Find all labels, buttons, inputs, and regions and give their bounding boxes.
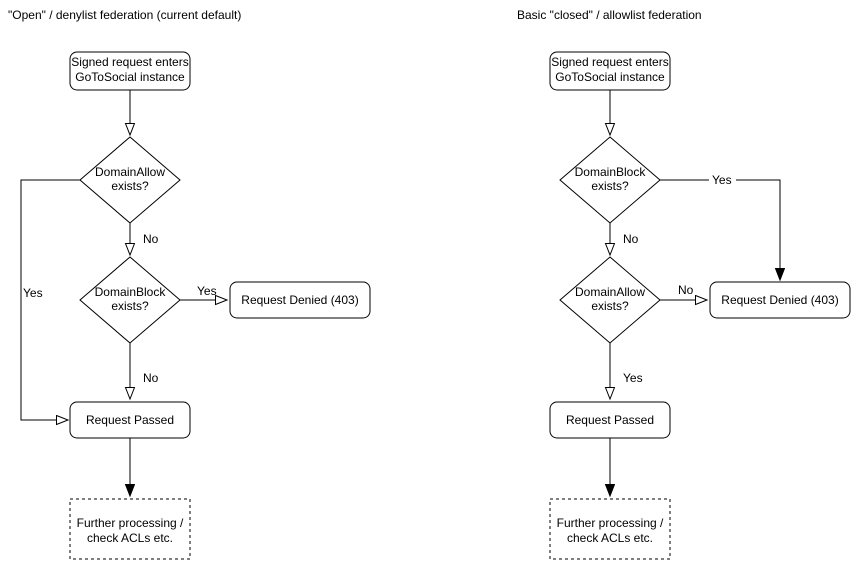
left-start-line1: Signed request enters <box>71 55 188 69</box>
left-label-d1-yes: Yes <box>23 286 43 300</box>
left-label-d2-no: No <box>143 371 159 385</box>
right-label-d1-yes: Yes <box>712 173 732 187</box>
right-label-d2-yes: Yes <box>623 371 643 385</box>
right-further-line1: Further processing / <box>557 516 664 530</box>
right-denied-node <box>709 281 851 319</box>
right-denied-label: Request Denied (403) <box>721 293 838 307</box>
right-label-d2-no: No <box>678 283 694 297</box>
right-passed-label: Request Passed <box>566 413 654 427</box>
left-further-line1: Further processing / <box>77 516 184 530</box>
right-domainallow-line2: exists? <box>591 299 629 313</box>
right-label-d1-yes-bg <box>709 173 736 186</box>
left-label-d2-yes: Yes <box>197 284 217 298</box>
right-further-line2: check ACLs etc. <box>567 531 653 545</box>
right-further-node <box>549 498 671 560</box>
left-label-d1-no: No <box>143 232 159 246</box>
right-label-d1-no: No <box>623 232 639 246</box>
left-domainblock-line1: DomainBlock <box>95 285 167 299</box>
right-domainallow-line1: DomainAllow <box>575 285 645 299</box>
left-domainallow-line2: exists? <box>111 179 149 193</box>
left-domainallow-line1: DomainAllow <box>95 165 165 179</box>
right-title: Basic "closed" / allowlist federation <box>517 8 702 22</box>
right-start-line2: GoToSocial instance <box>555 70 665 84</box>
left-further-line2: check ACLs etc. <box>87 531 173 545</box>
left-further-node <box>69 498 191 560</box>
right-start-line1: Signed request enters <box>551 55 668 69</box>
right-domainblock-line1: DomainBlock <box>575 165 647 179</box>
left-edge-domainallow-yes <box>20 179 80 420</box>
left-domainblock-line2: exists? <box>111 299 149 313</box>
right-edge-domainblock-yes <box>660 179 780 280</box>
flowchart-open-denylist: "Open" / denylist federation (current de… <box>8 8 371 560</box>
left-denied-node <box>229 281 371 319</box>
flowchart-closed-allowlist: Basic "closed" / allowlist federation Si… <box>517 8 851 560</box>
left-title: "Open" / denylist federation (current de… <box>8 8 241 22</box>
left-denied-label: Request Denied (403) <box>241 293 358 307</box>
left-start-line2: GoToSocial instance <box>75 70 185 84</box>
right-domainblock-line2: exists? <box>591 179 629 193</box>
left-passed-label: Request Passed <box>86 413 174 427</box>
